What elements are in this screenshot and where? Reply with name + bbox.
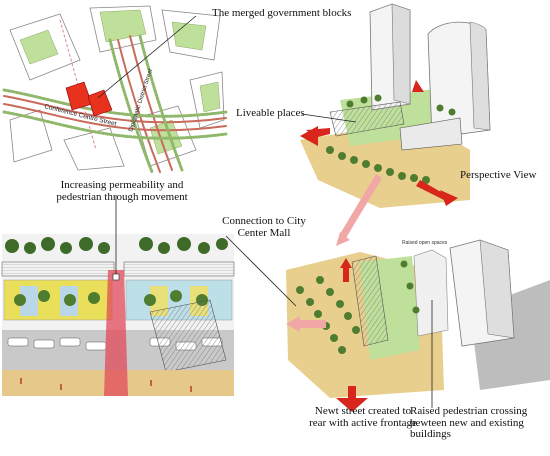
label-raised-open-spaces: Raised open spaces [402,240,448,246]
label-connection-line2: Center Mall [237,226,291,239]
street-elevation-illustration [1,196,235,396]
site-plan-map: Conference Centre Street Diplomatic Dist… [2,2,228,174]
label-newt-street-line1: Newt street created to [314,405,412,417]
label-permeability-line2: pedestrian through movement [56,190,188,203]
label-connection-mall: Connection to City Center Mall [216,215,312,239]
merged-government-blocks [65,81,113,117]
label-connection-line1: Connection to City [222,215,306,227]
label-newt-street: Newt street created to rear with active … [306,405,420,429]
label-newt-street-line2: rear with active frontage [309,416,417,429]
label-merged-blocks: The merged government blocks [212,7,352,19]
axon-tower-right [449,239,515,347]
tower-left [369,3,411,111]
label-permeability-line1: Increasing permeability and [60,179,184,191]
label-raised-crossing-line2: bewteen new and existing [410,416,524,429]
label-raised-crossing-line1: Raised pedestrian crossing [410,405,528,417]
axon-tower-left [413,249,449,337]
label-perspective-view: Perspective View [460,169,537,181]
tower-right [427,21,491,139]
axonometric-illustration [225,113,550,412]
perspective-view-illustration [300,3,491,246]
label-permeability: Increasing permeability and pedestrian t… [12,179,232,203]
label-raised-crossing-line3: buildings [410,428,451,441]
label-liveable-places: Liveable places [236,107,305,119]
label-raised-crossing: Raised pedestrian crossing bewteen new a… [410,405,528,441]
